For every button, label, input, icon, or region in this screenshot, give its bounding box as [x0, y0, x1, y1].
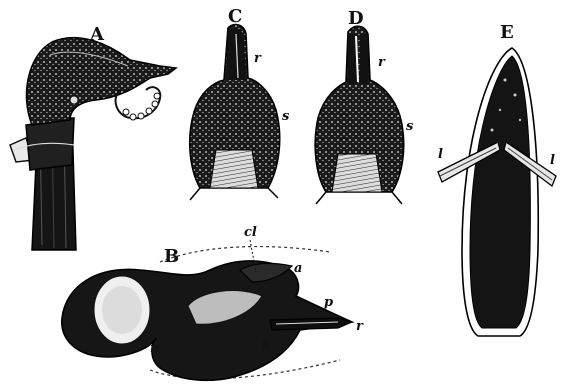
part-label-r-d: r: [378, 55, 386, 70]
panel-label-d: D: [348, 8, 364, 29]
panel-label-b: B: [164, 246, 179, 267]
part-label-a: a: [294, 261, 302, 276]
part-label-r-c: r: [254, 51, 262, 66]
panel-d-drawing: [315, 26, 404, 204]
part-label-l-left: l: [438, 147, 443, 162]
part-label-s-d: s: [406, 119, 414, 134]
panel-label-e: E: [500, 22, 514, 43]
panel-label-c: C: [228, 6, 242, 27]
panel-a-drawing: [10, 38, 176, 250]
part-label-r-b: r: [356, 319, 364, 334]
part-label-s-b: s: [262, 337, 270, 352]
part-label-cl: cl: [244, 225, 257, 240]
panel-c-drawing: [190, 25, 280, 200]
part-label-p: p: [324, 295, 333, 310]
panel-b-drawing: [62, 240, 352, 380]
part-label-s-c: s: [282, 109, 290, 124]
part-label-l-right: l: [550, 153, 555, 168]
panel-label-a: A: [89, 24, 105, 45]
part-label-n: n: [150, 341, 159, 356]
panel-e-drawing: [438, 48, 556, 336]
